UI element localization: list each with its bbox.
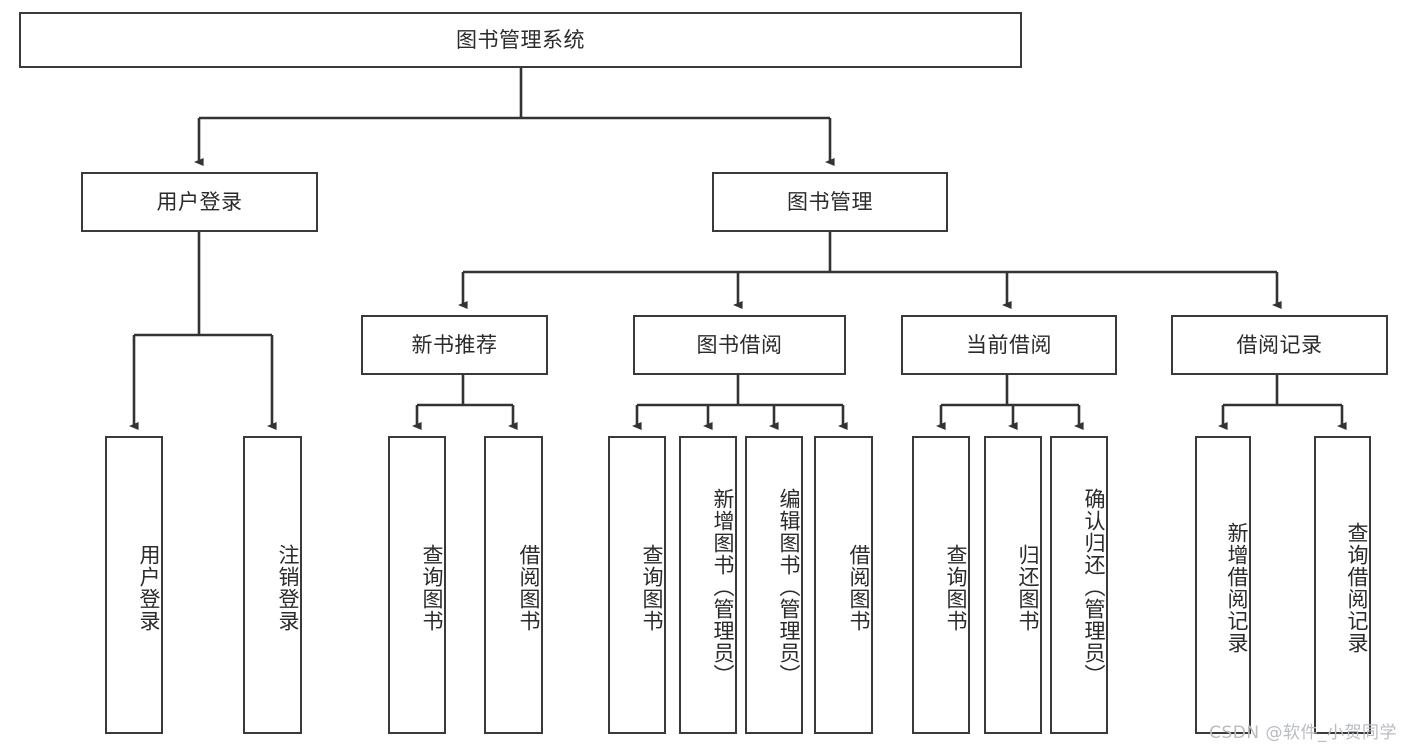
node-new-book-recommend[interactable]: 新书推荐 [361, 315, 548, 375]
node-leaf-add-book[interactable]: 新增图书（管理员） [679, 436, 737, 734]
node-leaf-query-book-current[interactable]: 查询图书 [912, 436, 970, 734]
node-leaf-add-borrow-record[interactable]: 新增借阅记录 [1195, 436, 1251, 734]
node-label: 借阅图书 [847, 544, 871, 632]
node-current-borrow[interactable]: 当前借阅 [901, 315, 1117, 375]
node-root-system[interactable]: 图书管理系统 [19, 12, 1022, 68]
node-label: 当前借阅 [966, 332, 1052, 357]
node-label: 查询图书 [640, 544, 664, 632]
node-leaf-query-book-borrow[interactable]: 查询图书 [608, 436, 666, 734]
node-leaf-logout[interactable]: 注销登录 [243, 436, 302, 734]
node-label: 查询借阅记录 [1345, 522, 1369, 654]
node-user-login[interactable]: 用户登录 [81, 172, 318, 232]
node-label: 图书管理 [787, 189, 873, 214]
node-leaf-edit-book[interactable]: 编辑图书（管理员） [745, 436, 803, 734]
node-book-management[interactable]: 图书管理 [712, 172, 948, 232]
node-label: 新增图书（管理员） [711, 487, 735, 686]
node-label: 用户登录 [137, 544, 161, 632]
node-leaf-query-book-recommend[interactable]: 查询图书 [388, 436, 446, 734]
node-label: 查询图书 [420, 544, 444, 632]
node-borrow-record[interactable]: 借阅记录 [1171, 315, 1388, 375]
node-leaf-borrow-book-recommend[interactable]: 借阅图书 [484, 436, 543, 734]
node-label: 借阅记录 [1236, 332, 1323, 357]
node-label: 确认归还（管理员） [1082, 487, 1106, 686]
node-label: 借阅图书 [517, 544, 541, 632]
node-leaf-confirm-return[interactable]: 确认归还（管理员） [1050, 436, 1108, 734]
csdn-watermark: CSDN @软件_小贺同学 [1209, 723, 1397, 743]
node-leaf-borrow-book[interactable]: 借阅图书 [814, 436, 873, 734]
node-label: 编辑图书（管理员） [777, 487, 801, 686]
node-leaf-return-book[interactable]: 归还图书 [984, 436, 1042, 734]
node-label: 用户登录 [156, 189, 243, 214]
node-label: 新书推荐 [411, 332, 498, 357]
node-label: 查询图书 [944, 544, 968, 632]
node-label: 图书借阅 [696, 332, 783, 357]
node-label: 归还图书 [1016, 544, 1040, 632]
node-label: 图书管理系统 [456, 27, 585, 52]
node-label: 新增借阅记录 [1225, 522, 1249, 654]
node-leaf-query-borrow-record[interactable]: 查询借阅记录 [1314, 436, 1371, 734]
node-book-borrow[interactable]: 图书借阅 [633, 315, 846, 375]
node-leaf-user-login[interactable]: 用户登录 [105, 436, 163, 734]
node-label: 注销登录 [276, 544, 300, 632]
